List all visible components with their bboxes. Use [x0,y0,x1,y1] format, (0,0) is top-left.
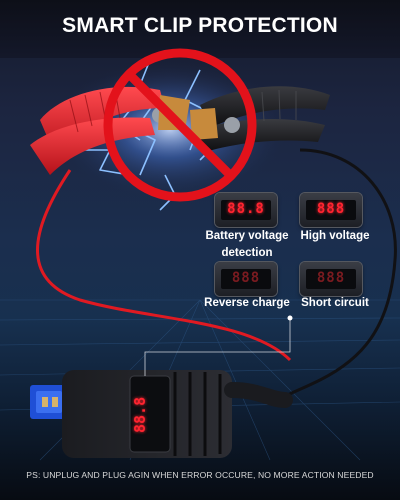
red-cable [36,169,292,362]
indicator-label-battery-voltage: Battery voltage detection [195,228,299,262]
indicator-label-high-voltage: High voltage [290,228,380,245]
blue-connector [30,385,68,419]
black-clamp [190,86,330,152]
page-title: SMART CLIP PROTECTION [62,14,338,37]
title-banner [0,0,400,58]
smart-clip-box [62,370,293,458]
indicator-readout: 88.8 [227,201,265,217]
prohibition-sign-icon [103,48,257,202]
indicator-panel-short-circuit: 888 [300,262,362,296]
label-line: High voltage [300,230,370,242]
callout-lines [144,315,293,376]
indicator-panel-high-voltage: 888 [300,193,362,227]
label-line: Short circuit [301,297,369,309]
indicator-readout: 888 [316,270,346,286]
label-line: detection [221,247,273,259]
indicator-label-reverse-charge: Reverse charge [195,295,299,312]
indicator-label-short-circuit: Short circuit [290,295,380,312]
label-line: Battery voltage [205,230,289,242]
label-line: Reverse charge [204,297,290,309]
footer-note: PS: UNPLUG AND PLUG AGIN WHEN ERROR OCCU… [26,470,374,480]
black-cable [278,148,397,402]
device-led-readout: 88.8 [131,396,149,434]
indicator-panel-reverse-charge: 888 [215,262,277,296]
indicator-panel-battery-voltage: 88.8 [215,193,277,227]
indicator-readout: 888 [231,270,261,286]
indicator-readout: 888 [316,201,346,217]
